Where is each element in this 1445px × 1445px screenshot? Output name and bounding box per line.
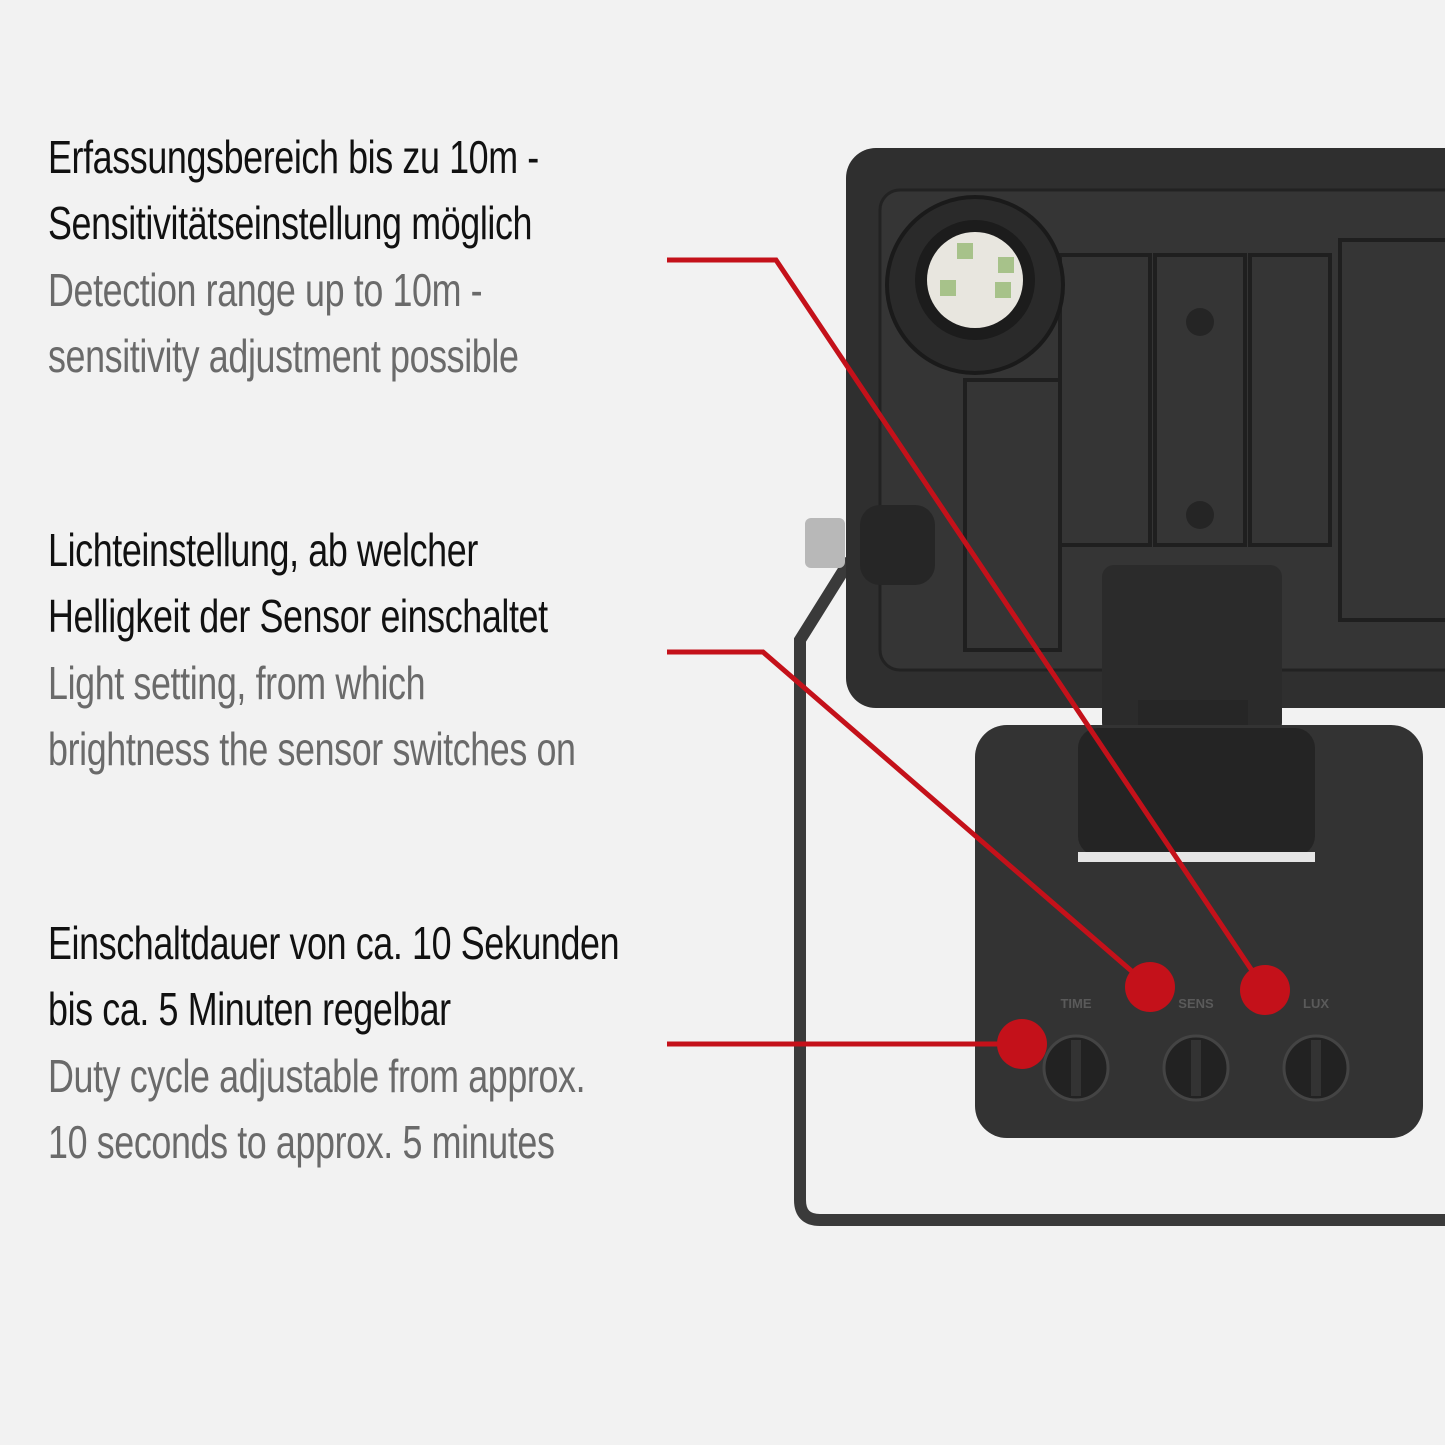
callout-line-sensitivity bbox=[667, 257, 1268, 992]
knob-label-sens: SENS bbox=[1178, 996, 1214, 1011]
knob-lux[interactable] bbox=[1282, 1034, 1350, 1102]
callout-line-light bbox=[667, 649, 1152, 989]
connector-icon bbox=[927, 232, 1023, 328]
knob-time[interactable] bbox=[1042, 1034, 1110, 1102]
bolt bbox=[805, 518, 845, 568]
annotation-2-en-line-2: brightness the sensor switches on bbox=[48, 723, 576, 775]
mounting-bracket bbox=[794, 556, 1445, 1226]
knob-label-lux: LUX bbox=[1303, 996, 1329, 1011]
annotation-2-en-line-1: Light setting, from which bbox=[48, 657, 426, 709]
annotation-1-de-line-1: Erfassungsbereich bis zu 10m - bbox=[48, 131, 539, 183]
annotation-3-en-line-1: Duty cycle adjustable from approx. bbox=[48, 1050, 586, 1102]
knob-label-time: TIME bbox=[1060, 996, 1091, 1011]
annotation-1-en-line-2: sensitivity adjustment possible bbox=[48, 330, 519, 382]
callout-dot-time bbox=[997, 1019, 1047, 1069]
annotation-3-en-line-2: 10 seconds to approx. 5 minutes bbox=[48, 1116, 555, 1168]
knob-sens[interactable] bbox=[1162, 1034, 1230, 1102]
annotation-1-de-line-2: Sensitivitätseinstellung möglich bbox=[48, 197, 533, 249]
annotation-1-en-line-1: Detection range up to 10m - bbox=[48, 264, 483, 316]
annotation-3-de-line-1: Einschaltdauer von ca. 10 Sekunden bbox=[48, 917, 620, 969]
callout-dot-light bbox=[1125, 962, 1175, 1012]
annotation-3-de-line-2: bis ca. 5 Minuten regelbar bbox=[48, 983, 451, 1035]
callout-dot-sensitivity bbox=[1240, 965, 1290, 1015]
annotation-2-de-line-2: Helligkeit der Sensor einschaltet bbox=[48, 590, 548, 642]
annotation-2-de-line-1: Lichteinstellung, ab welcher bbox=[48, 524, 478, 576]
